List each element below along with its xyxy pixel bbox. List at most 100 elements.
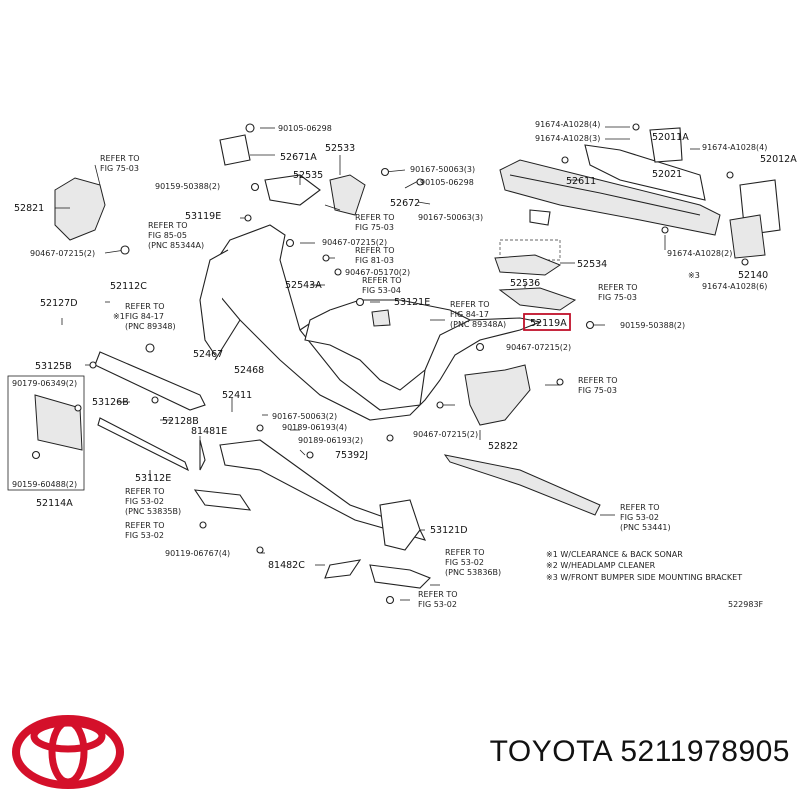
label-52821: 52821 xyxy=(14,203,44,214)
diagram-code: 522983F xyxy=(728,600,764,609)
fastener-label: 90467-07215(2) xyxy=(30,249,95,258)
ref-text: (PNC 53836B) xyxy=(445,568,501,577)
label-53121E: 53121E xyxy=(394,297,430,308)
ref-text: REFER TO xyxy=(125,521,165,530)
fastener-label: 90189-06193(4) xyxy=(282,423,347,432)
fastener-label: 90105-06298 xyxy=(278,124,332,133)
label-52128B: 52128B xyxy=(162,416,199,427)
label-53125B: 53125B xyxy=(35,361,72,372)
label-52119A: 52119A xyxy=(530,318,567,329)
ref-text: REFER TO xyxy=(100,154,140,163)
fastener-label: 90179-06349(2) xyxy=(12,379,77,388)
label-52411: 52411 xyxy=(222,390,252,401)
ref-text: FIG 53-02 xyxy=(125,497,164,506)
ref-text: REFER TO xyxy=(620,503,660,512)
bumper-cover xyxy=(199,224,542,421)
label-52112C: 52112C xyxy=(110,281,147,292)
label-52534: 52534 xyxy=(577,259,607,270)
label-52468: 52468 xyxy=(234,365,264,376)
fastener-label: 91674-A1028(3) xyxy=(535,134,600,143)
label-52127D: 52127D xyxy=(40,298,78,309)
label-52611: 52611 xyxy=(566,176,596,187)
note-3: ※3 W/FRONT BUMPER SIDE MOUNTING BRACKET xyxy=(546,573,742,582)
right-fender-bracket xyxy=(464,364,531,426)
label-52543A: 52543A xyxy=(285,280,322,291)
fastener-label: 91674-A1028(2) xyxy=(667,249,732,258)
ref-text: FIG 75-03 xyxy=(578,386,617,395)
label-53121D: 53121D xyxy=(430,525,468,536)
ref-text: FIG 53-02 xyxy=(418,600,457,609)
label-52140: 52140 xyxy=(738,270,768,281)
label-81482C: 81482C xyxy=(268,560,305,571)
fastener-label: 90467-05170(2) xyxy=(345,268,410,277)
fastener-label: 90159-60488(2) xyxy=(12,480,77,489)
label-52114A: 52114A xyxy=(36,498,73,509)
label-52535: 52535 xyxy=(293,170,323,181)
fastener-label: 90189-06193(2) xyxy=(298,436,363,445)
ref-text: REFER TO xyxy=(125,487,165,496)
ref-text: REFER TO xyxy=(355,246,395,255)
fastener-label: 90167-50063(3) xyxy=(410,165,475,174)
label-52467: 52467 xyxy=(193,349,223,360)
fastener-label: 90467-07215(2) xyxy=(506,343,571,352)
fastener-markers xyxy=(31,123,749,605)
label-52021: 52021 xyxy=(652,169,682,180)
ref-text: REFER TO xyxy=(418,590,458,599)
ref-text: FIG 81-03 xyxy=(355,256,394,265)
part-labels: 52011A 52012A 52021 52611 52534 52536 52… xyxy=(14,132,797,571)
fastener-label: 90105-06298 xyxy=(420,178,474,187)
ref-text: FIG 53-04 xyxy=(362,286,401,295)
left-fender-bracket xyxy=(54,177,106,241)
ref-text: REFER TO xyxy=(125,302,165,311)
ref-text: (PNC 89348A) xyxy=(450,320,506,329)
ref-text: REFER TO xyxy=(578,376,618,385)
brand-name: TOYOTA xyxy=(489,735,612,768)
ref-text: FIG 53-02 xyxy=(125,531,164,540)
fastener-labels: 91674-A1028(4) 91674-A1028(3) 91674-A102… xyxy=(12,120,767,558)
ref-text: (PNC 53441) xyxy=(620,523,671,532)
ref-text: REFER TO xyxy=(362,276,402,285)
fastener-label: 90119-06767(4) xyxy=(165,549,230,558)
fastener-label: 90467-07215(2) xyxy=(413,430,478,439)
ref-text: FIG 85-05 xyxy=(148,231,187,240)
toyota-logo-icon xyxy=(12,715,124,789)
fastener-label: 91674-A1028(4) xyxy=(535,120,600,129)
label-52822: 52822 xyxy=(488,441,518,452)
ref-text: REFER TO xyxy=(148,221,188,230)
label-53112E: 53112E xyxy=(135,473,171,484)
part-number: 5211978905 xyxy=(620,735,790,768)
label-52536: 52536 xyxy=(510,278,540,289)
bumper-absorber xyxy=(494,239,577,311)
label-53119E: 53119E xyxy=(185,211,221,222)
label-52011A: 52011A xyxy=(652,132,689,143)
fastener-label: 90159-50388(2) xyxy=(620,321,685,330)
mark-1: ※1 xyxy=(113,312,125,321)
label-52671A: 52671A xyxy=(280,152,317,163)
fastener-label: 90467-07215(2) xyxy=(322,238,387,247)
ref-text: REFER TO xyxy=(598,283,638,292)
label-53126B: 53126B xyxy=(92,397,129,408)
ref-text: REFER TO xyxy=(445,548,485,557)
ref-text: FIG 75-03 xyxy=(598,293,637,302)
fastener-label: 90167-50063(2) xyxy=(272,412,337,421)
ref-text: (PNC 53835B) xyxy=(125,507,181,516)
label-75392J: 75392J xyxy=(335,450,368,461)
fastener-label: 90159-50388(2) xyxy=(155,182,220,191)
ref-text: FIG 75-03 xyxy=(355,223,394,232)
ref-text: (PNC 89348) xyxy=(125,322,176,331)
ref-text: REFER TO xyxy=(450,300,490,309)
ref-text: FIG 84-17 xyxy=(450,310,489,319)
leader-lines xyxy=(55,126,700,601)
fastener-label: 91674-A1028(6) xyxy=(702,282,767,291)
reference-labels: REFER TO FIG 75-03 REFER TO FIG 75-03 RE… xyxy=(100,154,671,609)
ref-text: FIG 53-02 xyxy=(620,513,659,522)
ref-text: REFER TO xyxy=(355,213,395,222)
lower-left-parts xyxy=(7,351,601,589)
mark-3: ※3 xyxy=(688,271,700,280)
note-2: ※2 W/HEADLAMP CLEANER xyxy=(546,561,656,570)
label-52533: 52533 xyxy=(325,143,355,154)
left-upper-brackets xyxy=(219,134,366,216)
fastener-label: 90167-50063(3) xyxy=(418,213,483,222)
bumper-reinforcement xyxy=(499,127,781,259)
